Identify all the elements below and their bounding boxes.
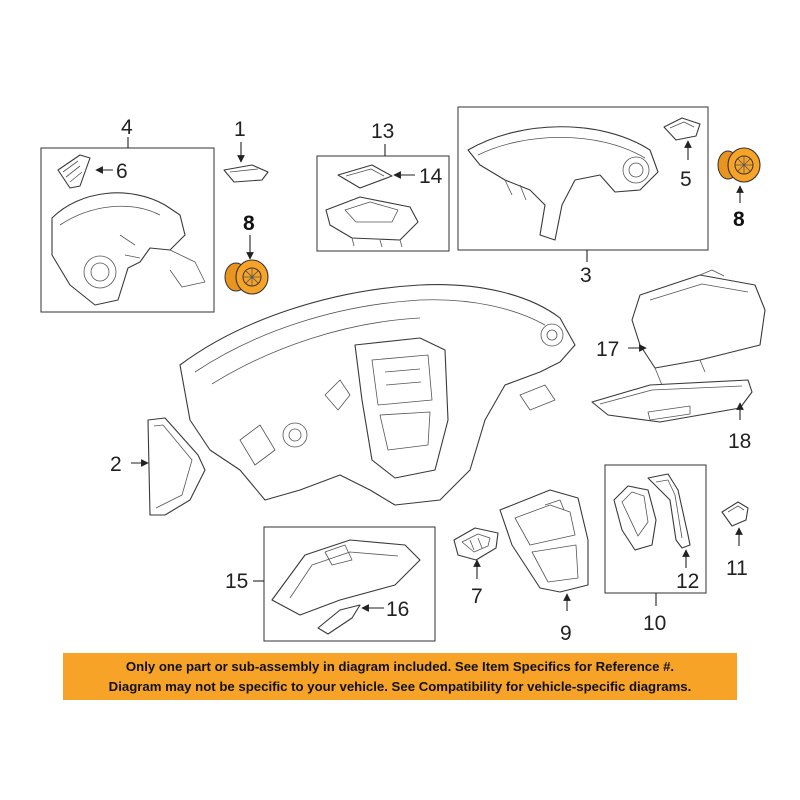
callout-12: 12 (676, 570, 699, 593)
callout-17: 17 (596, 338, 619, 361)
part-18 (591, 379, 753, 423)
callout-9: 9 (560, 622, 572, 645)
part-14 (337, 164, 393, 189)
group-box-3 (457, 106, 709, 262)
callout-6: 6 (116, 160, 128, 183)
part-1 (223, 142, 269, 183)
disclaimer-banner: Only one part or sub-assembly in diagram… (63, 653, 737, 700)
part-2 (131, 417, 206, 516)
callout-1: 1 (234, 118, 246, 141)
part-5 (663, 117, 701, 141)
part-8-right (717, 147, 761, 203)
part-6-trim (57, 154, 91, 189)
callout-11: 11 (726, 557, 748, 580)
part-11 (721, 501, 749, 546)
callout-16: 16 (386, 598, 409, 621)
callout-4: 4 (121, 116, 133, 139)
callout-10: 10 (643, 612, 666, 635)
callout-8-right: 8 (733, 208, 745, 231)
disclaimer-line-1: Only one part or sub-assembly in diagram… (125, 659, 675, 674)
callout-8-left: 8 (243, 212, 255, 235)
callout-14: 14 (419, 165, 443, 188)
group-box-15 (253, 526, 436, 642)
disclaimer-line-2: Diagram may not be specific to your vehi… (108, 679, 692, 694)
callout-7: 7 (471, 585, 483, 608)
part-4-panel (51, 192, 186, 306)
callout-3: 3 (580, 264, 592, 287)
callout-13: 13 (371, 120, 394, 143)
callout-18: 18 (728, 430, 751, 453)
callout-5: 5 (680, 168, 692, 191)
part-16 (317, 604, 361, 635)
part-7 (453, 527, 499, 579)
callout-15: 15 (225, 570, 248, 593)
part-8-left (224, 235, 269, 295)
part-3-panel (467, 126, 659, 241)
group-box-10 (604, 464, 707, 606)
part-12 (647, 473, 691, 549)
part-17 (628, 269, 766, 386)
part-9 (499, 489, 589, 611)
group-box-4 (40, 137, 215, 313)
dashboard-assembly (179, 284, 576, 506)
callout-2: 2 (110, 453, 122, 476)
group-box-13 (316, 144, 450, 252)
